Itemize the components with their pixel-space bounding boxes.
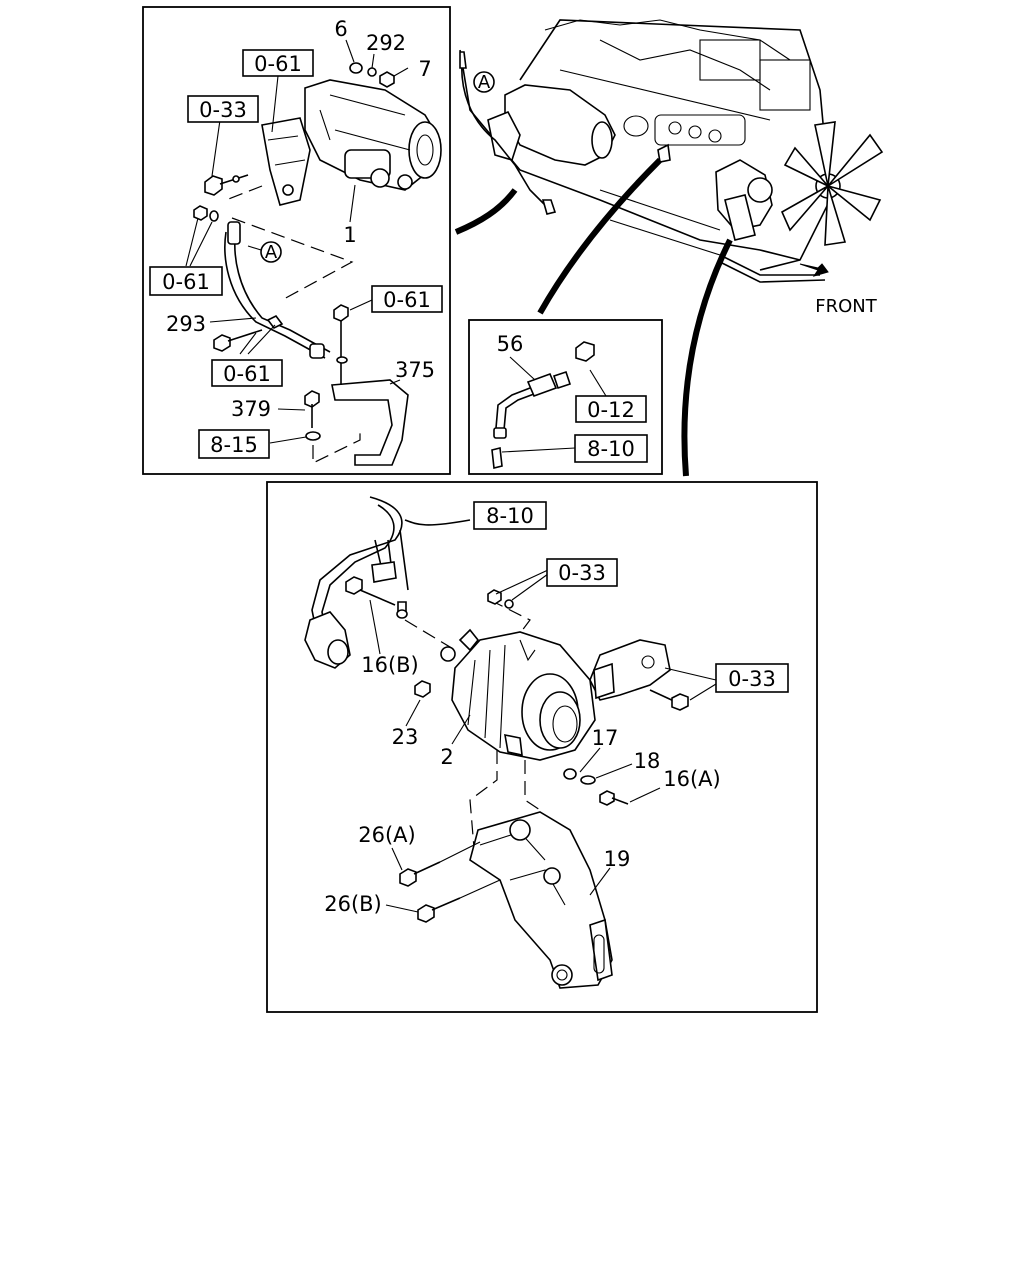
part-label-26a: 26(A) <box>358 823 415 847</box>
ref-box-8-10-sensor-text: 8-10 <box>587 437 635 461</box>
ref-box-0-33-top[interactable]: 0-33 <box>546 558 618 587</box>
part-label-293: 293 <box>166 312 206 336</box>
part-label-56: 56 <box>497 332 524 356</box>
alternator-illustration <box>440 628 596 761</box>
alternator-panel-frame <box>266 481 818 1013</box>
part-label-26b: 26(B) <box>324 892 382 916</box>
ref-box-0-12-text: 0-12 <box>587 398 635 422</box>
ref-box-0-61-bottom-text: 0-61 <box>223 362 271 386</box>
part-label-1: 1 <box>343 223 356 247</box>
part-label-17: 17 <box>592 726 619 750</box>
callout-a-engine-text: A <box>478 72 491 93</box>
ref-box-8-10-sensor[interactable]: 8-10 <box>574 434 648 463</box>
part-label-292: 292 <box>366 31 406 55</box>
ref-box-0-61-right-text: 0-61 <box>383 288 431 312</box>
ref-box-8-10-alt-text: 8-10 <box>486 504 534 528</box>
ref-box-8-15[interactable]: 8-15 <box>198 429 270 459</box>
front-label: FRONT <box>815 296 877 317</box>
adjusting-bracket <box>589 639 717 711</box>
starter-panel-frame <box>142 6 451 475</box>
starter-motor-illustration <box>261 79 442 206</box>
part-label-18: 18 <box>634 749 661 773</box>
ref-box-0-61-top[interactable]: 0-61 <box>242 49 314 77</box>
part-label-379: 379 <box>231 397 271 421</box>
washer-nut-group <box>345 39 409 88</box>
starter-panel: A 0-61 0-33 0-61 <box>142 6 451 475</box>
starter-bracket <box>331 304 409 466</box>
part-label-2: 2 <box>440 745 453 769</box>
ref-box-0-61-top-text: 0-61 <box>254 52 302 76</box>
ref-box-0-12[interactable]: 0-12 <box>575 395 647 423</box>
ref-box-8-15-text: 8-15 <box>210 433 258 457</box>
wiring-harness <box>304 496 471 669</box>
ref-box-0-61-bottom[interactable]: 0-61 <box>211 359 283 387</box>
ref-box-0-33-text: 0-33 <box>199 98 247 122</box>
callout-a-starter: A <box>247 241 282 263</box>
ref-box-0-33-right-text: 0-33 <box>728 667 776 691</box>
callout-a-starter-text: A <box>265 242 278 263</box>
alternator-panel: 8-10 0-33 0-33 16(B) 23 2 17 18 16(A) 26… <box>266 481 818 1013</box>
ref-box-0-61-left-text: 0-61 <box>162 270 210 294</box>
cooling-fan <box>780 121 884 246</box>
ref-box-0-33-top-text: 0-33 <box>558 561 606 585</box>
alternator-mount-bracket <box>469 811 613 989</box>
engine-overview: A FRONT <box>454 19 884 477</box>
starter-mount-bolt <box>204 119 249 196</box>
sensor-panel-frame <box>468 319 663 475</box>
ground-cable <box>209 221 331 359</box>
callout-a-engine <box>473 71 495 93</box>
ref-box-0-33[interactable]: 0-33 <box>187 95 259 123</box>
part-label-6: 6 <box>334 17 347 41</box>
sensor-panel: 0-12 8-10 56 <box>468 319 663 475</box>
part-label-23: 23 <box>392 725 419 749</box>
ref-box-8-10-alt[interactable]: 8-10 <box>473 501 547 530</box>
ref-box-0-61-right[interactable]: 0-61 <box>371 285 443 313</box>
ref-box-0-61-left[interactable]: 0-61 <box>149 266 223 296</box>
part-label-7: 7 <box>418 57 431 81</box>
ref-box-0-33-right[interactable]: 0-33 <box>715 663 789 693</box>
part-label-375: 375 <box>395 358 435 382</box>
part-label-16b: 16(B) <box>361 653 419 677</box>
part-label-16a: 16(A) <box>663 767 720 791</box>
part-label-19: 19 <box>604 847 631 871</box>
